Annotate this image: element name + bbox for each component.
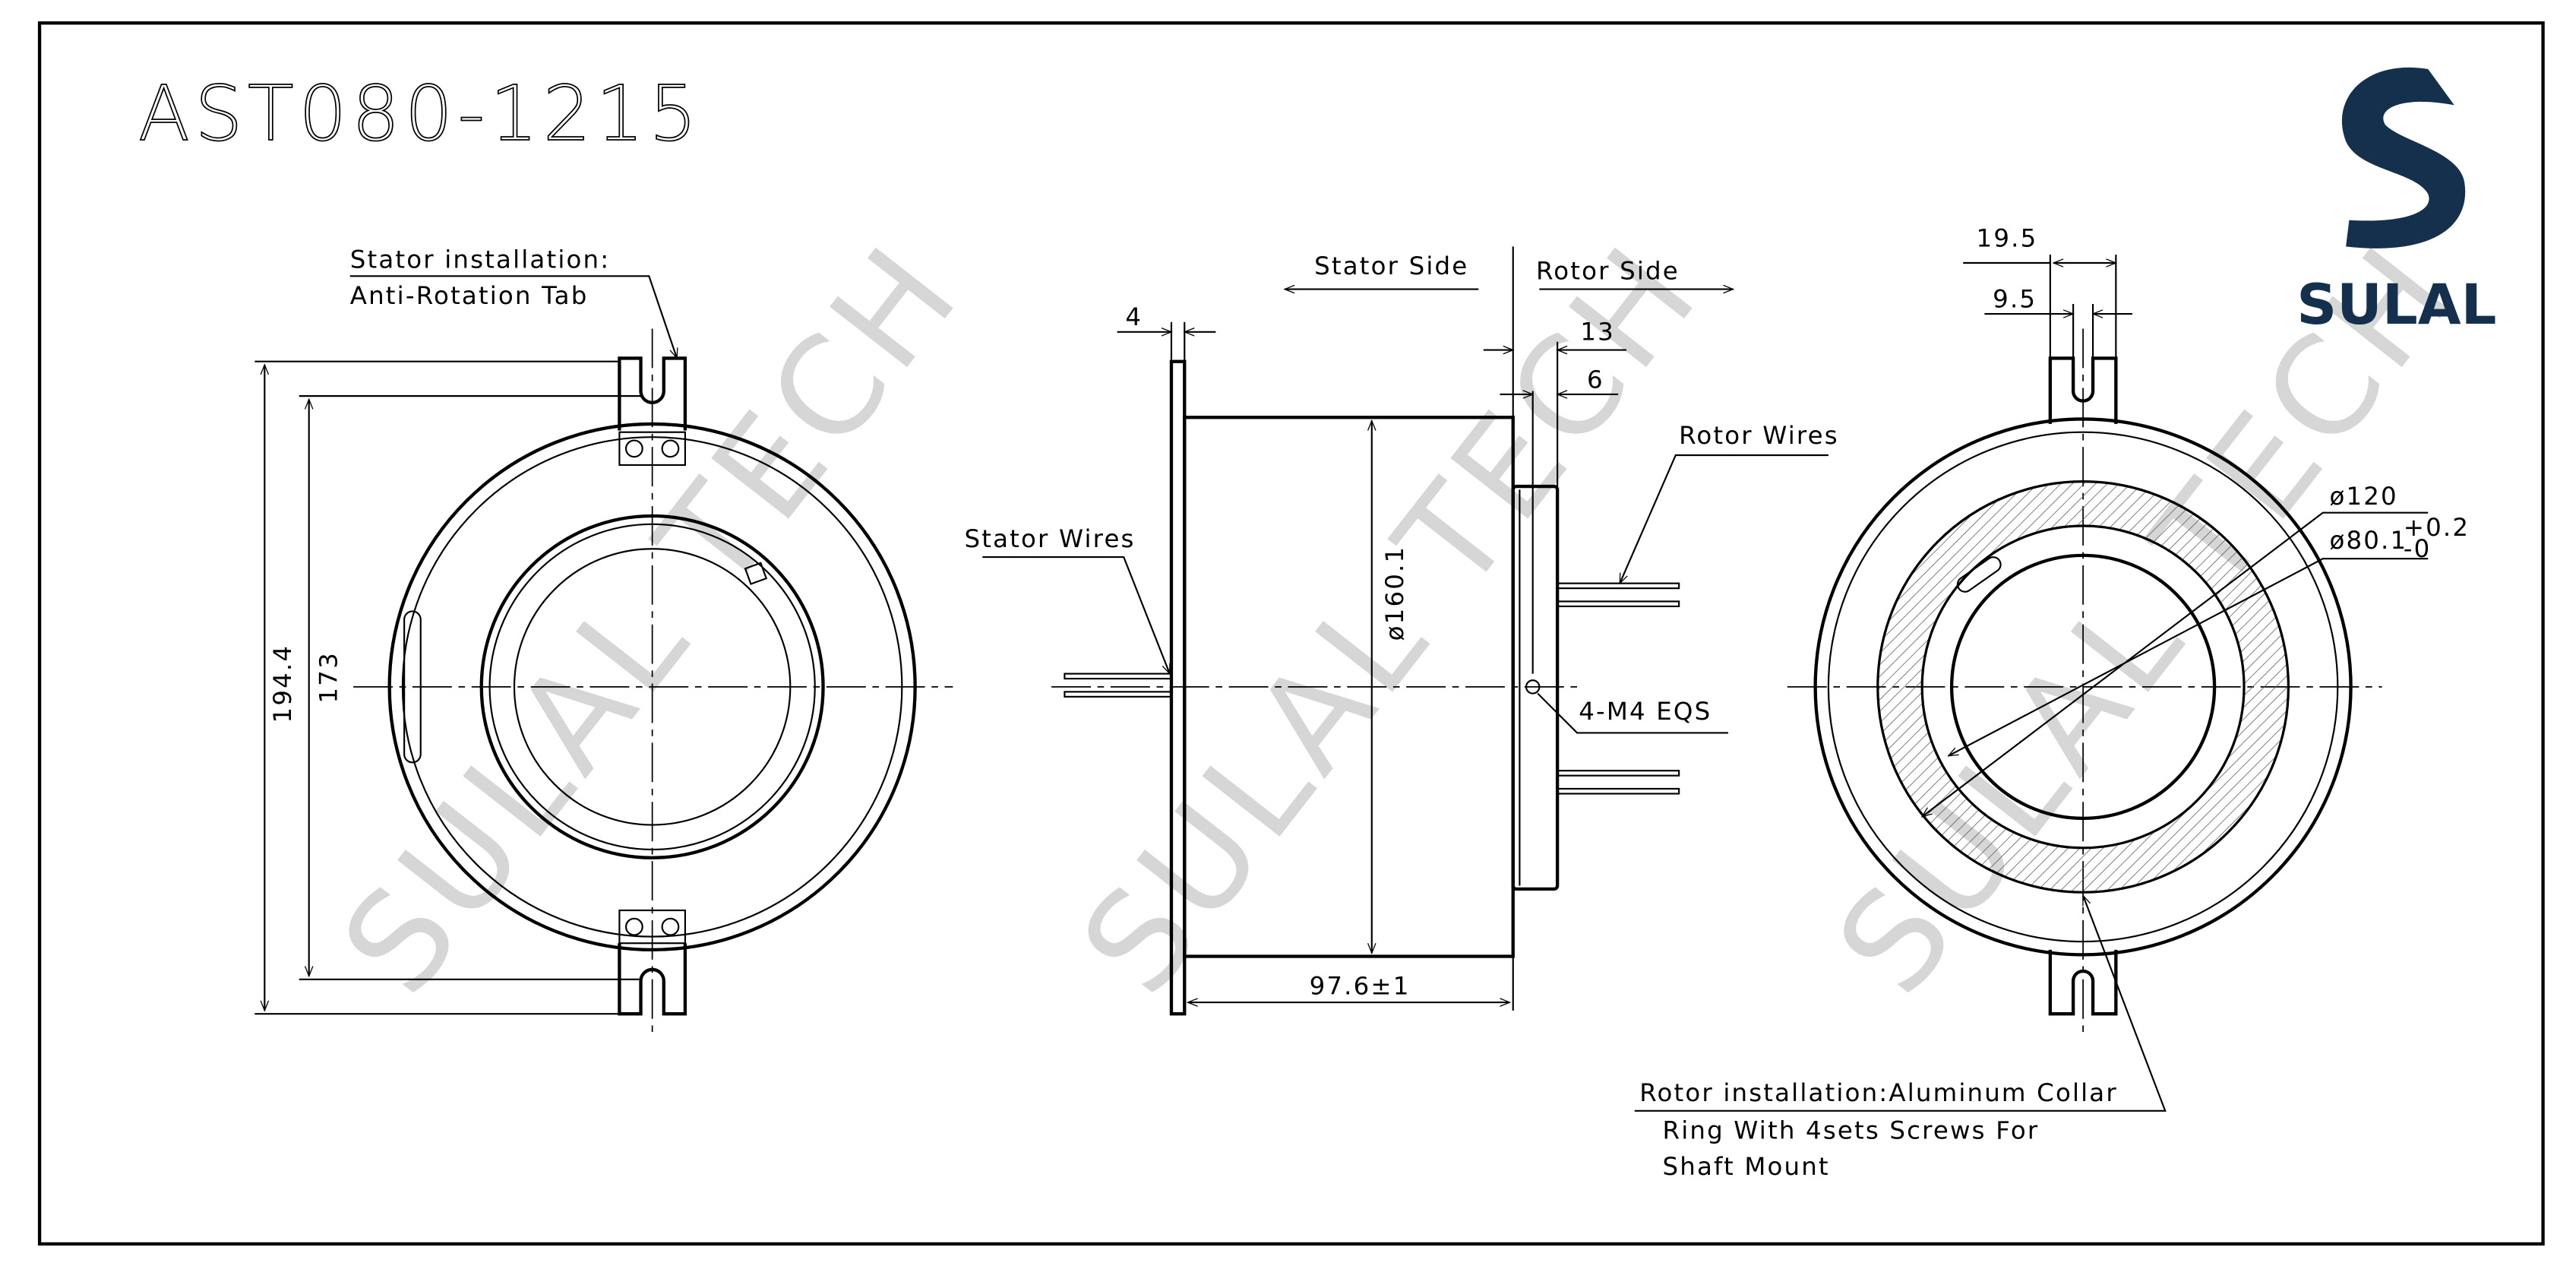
logo-s-mark [2341, 67, 2466, 248]
svg-text:Stator Side: Stator Side [1314, 252, 1468, 280]
drawing-border [37, 21, 2545, 1246]
svg-text:Anti-Rotation Tab: Anti-Rotation Tab [350, 281, 589, 310]
rotor-wires [1557, 582, 1680, 795]
svg-text:4-M4 EQS: 4-M4 EQS [1579, 697, 1712, 726]
anti-rotation-tab-top [618, 356, 687, 467]
drawing-title: AST080-1215 [138, 71, 702, 158]
svg-text:SULAL: SULAL [2296, 273, 2496, 337]
svg-text:6: 6 [1587, 365, 1604, 394]
svg-text:Rotor installation:Aluminum Co: Rotor installation:Aluminum Collar [1639, 1078, 2118, 1107]
side-view: Stator Side Rotor Side 4 13 6 ø160.1 97.… [965, 246, 1839, 1016]
svg-text:Rotor Side: Rotor Side [1536, 257, 1680, 286]
svg-text:9.5: 9.5 [1993, 284, 2037, 313]
svg-text:19.5: 19.5 [1977, 223, 2038, 252]
svg-text:4: 4 [1125, 302, 1143, 331]
svg-text:+0.2: +0.2 [2404, 513, 2470, 542]
svg-text:173: 173 [314, 651, 343, 703]
svg-text:Rotor Wires: Rotor Wires [1679, 421, 1839, 450]
svg-text:ø80.1: ø80.1 [2329, 526, 2407, 555]
svg-text:194.4: 194.4 [268, 644, 297, 723]
svg-text:ø120: ø120 [2329, 482, 2397, 511]
svg-text:Ring With 4sets Screws For: Ring With 4sets Screws For [1663, 1116, 2040, 1145]
svg-text:97.6±1: 97.6±1 [1310, 971, 1411, 1000]
anti-rotation-tab-bottom [618, 909, 687, 1016]
svg-text:Shaft Mount: Shaft Mount [1663, 1152, 1830, 1181]
svg-text:13: 13 [1580, 318, 1615, 347]
stator-wires [1064, 673, 1173, 698]
rear-view-rotor: 19.5 9.5 ø120 ø80.1 +0.2 -0 Rotor instal… [1634, 223, 2470, 1181]
svg-text:ø160.1: ø160.1 [1380, 546, 1409, 641]
svg-text:Stator installation:: Stator installation: [350, 245, 611, 274]
sulal-logo: SULAL [2296, 67, 2496, 337]
svg-text:Stator Wires: Stator Wires [965, 524, 1136, 553]
watermark: SULAL TECH [312, 215, 991, 1022]
front-view-stator: 194.4 173 Stator installation: Anti-Rota… [254, 245, 953, 1036]
